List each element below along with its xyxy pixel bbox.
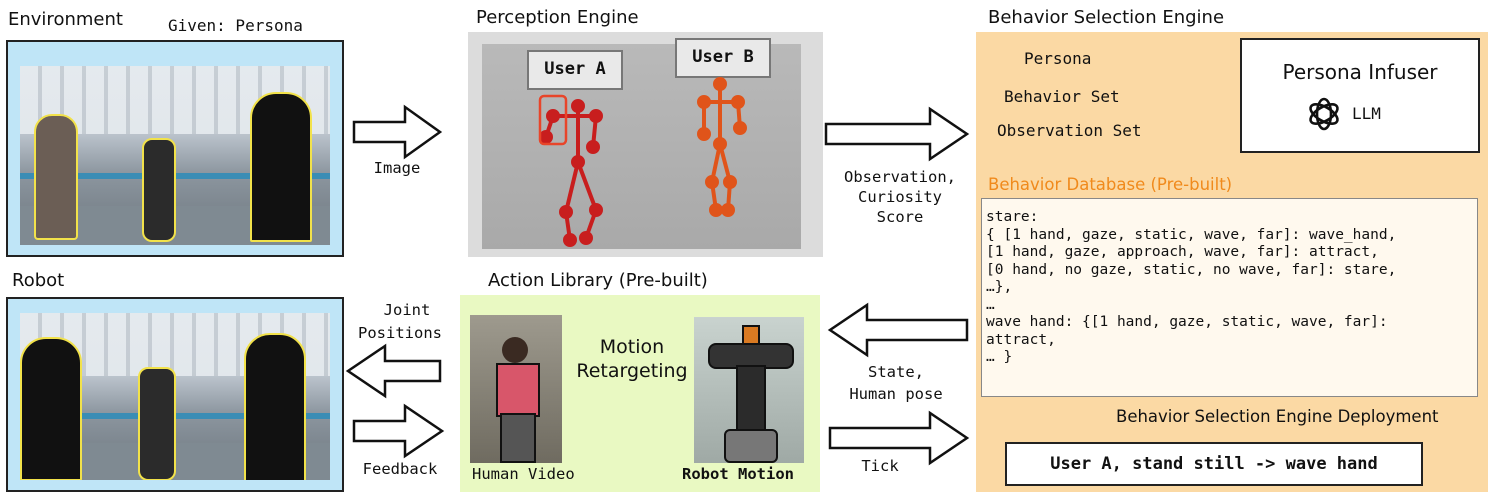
llm-logo-icon <box>1309 97 1339 131</box>
image-label: Image <box>373 159 421 177</box>
user-b-skeleton <box>697 77 747 217</box>
perception-title: Perception Engine <box>476 7 639 28</box>
bse-title: Behavior Selection Engine <box>988 7 1225 28</box>
llm-label: LLM <box>1352 104 1381 123</box>
robot-title: Robot <box>12 270 65 291</box>
db-line: attract, <box>986 331 1056 348</box>
joint-label-line2: Positions <box>358 324 442 342</box>
person-left-silhouette <box>20 337 82 480</box>
feedback-arrow <box>352 403 445 459</box>
robot-motion-label: Robot Motion <box>682 465 794 483</box>
persona-infuser-box: Persona Infuser LLM <box>1240 38 1480 153</box>
infuser-title: Persona Infuser <box>1282 60 1438 84</box>
skeletons <box>538 77 747 247</box>
behavior-db-title: Behavior Database (Pre-built) <box>988 175 1233 194</box>
motion-retargeting-line1: Motion <box>599 336 665 358</box>
db-line: [0 hand, no gaze, static, no wave, far]:… <box>986 261 1397 278</box>
state-label: State, Human pose <box>826 361 966 405</box>
observation-label-line1: Observation, <box>844 168 956 186</box>
action-library-title: Action Library (Pre-built) <box>488 270 708 291</box>
state-label-line1: State, <box>868 363 924 381</box>
robot-motion-thumbnail <box>694 317 804 463</box>
observation-label-line2: Curiosity <box>858 188 942 206</box>
joint-positions-arrow <box>345 343 442 399</box>
image-arrow <box>352 104 443 160</box>
motion-retargeting-line2: Retargeting <box>576 360 688 382</box>
joint-positions-label: Joint Positions <box>340 299 460 345</box>
perception-panel: User A User B <box>468 32 823 257</box>
input-observation-set: Observation Set <box>997 121 1142 140</box>
deployment-title: Behavior Selection Engine Deployment <box>1116 407 1439 426</box>
joint-label-line1: Joint <box>383 301 431 319</box>
user-a-highlight <box>538 94 568 146</box>
robot-silhouette <box>138 367 176 480</box>
state-arrow <box>827 302 969 358</box>
db-line: … <box>986 296 995 313</box>
input-behavior-set: Behavior Set <box>1004 87 1120 106</box>
user-a-label: User A <box>527 50 623 90</box>
motion-retargeting-label: Motion Retargeting <box>572 335 692 383</box>
user-a-skeleton <box>539 99 603 247</box>
db-line: [1 hand, gaze, approach, wave, far]: att… <box>986 244 1379 260</box>
person-right-silhouette <box>244 333 306 480</box>
human-video-thumbnail <box>470 315 562 463</box>
input-persona: Persona <box>1024 49 1092 68</box>
environment-title: Environment <box>8 9 123 30</box>
user-b-label: User B <box>675 38 771 78</box>
tick-arrow <box>828 410 970 466</box>
observation-label-line3: Score <box>876 208 924 226</box>
selected-behavior-result: User A, stand still -> wave hand <box>1005 442 1423 486</box>
db-line: stare: <box>986 209 1039 225</box>
observation-label: Observation, Curiosity Score <box>820 167 980 227</box>
given-persona-label: Given: Persona <box>168 16 303 35</box>
action-library-panel: Motion Retargeting Human Video Robot Mot… <box>460 295 820 492</box>
robot-silhouette <box>142 138 176 242</box>
db-line: … } <box>986 349 1013 365</box>
observation-arrow <box>824 106 970 162</box>
state-label-line2: Human pose <box>849 385 943 403</box>
behavior-database: stare:{ [1 hand, gaze, static, wave, far… <box>981 198 1478 397</box>
robot-photo <box>20 313 330 480</box>
person-right-silhouette <box>250 92 312 242</box>
feedback-label: Feedback <box>362 460 438 478</box>
db-line: wave hand: {[1 hand, gaze, static, wave,… <box>986 314 1388 330</box>
environment-panel <box>6 40 344 257</box>
db-line: { [1 hand, gaze, static, wave, far]: wav… <box>986 226 1397 243</box>
person-left-silhouette <box>34 114 78 240</box>
robot-panel <box>6 297 344 492</box>
db-line: …}, <box>986 279 1013 295</box>
environment-photo <box>20 66 330 245</box>
human-video-label: Human Video <box>472 465 575 483</box>
tick-label: Tick <box>861 457 899 475</box>
